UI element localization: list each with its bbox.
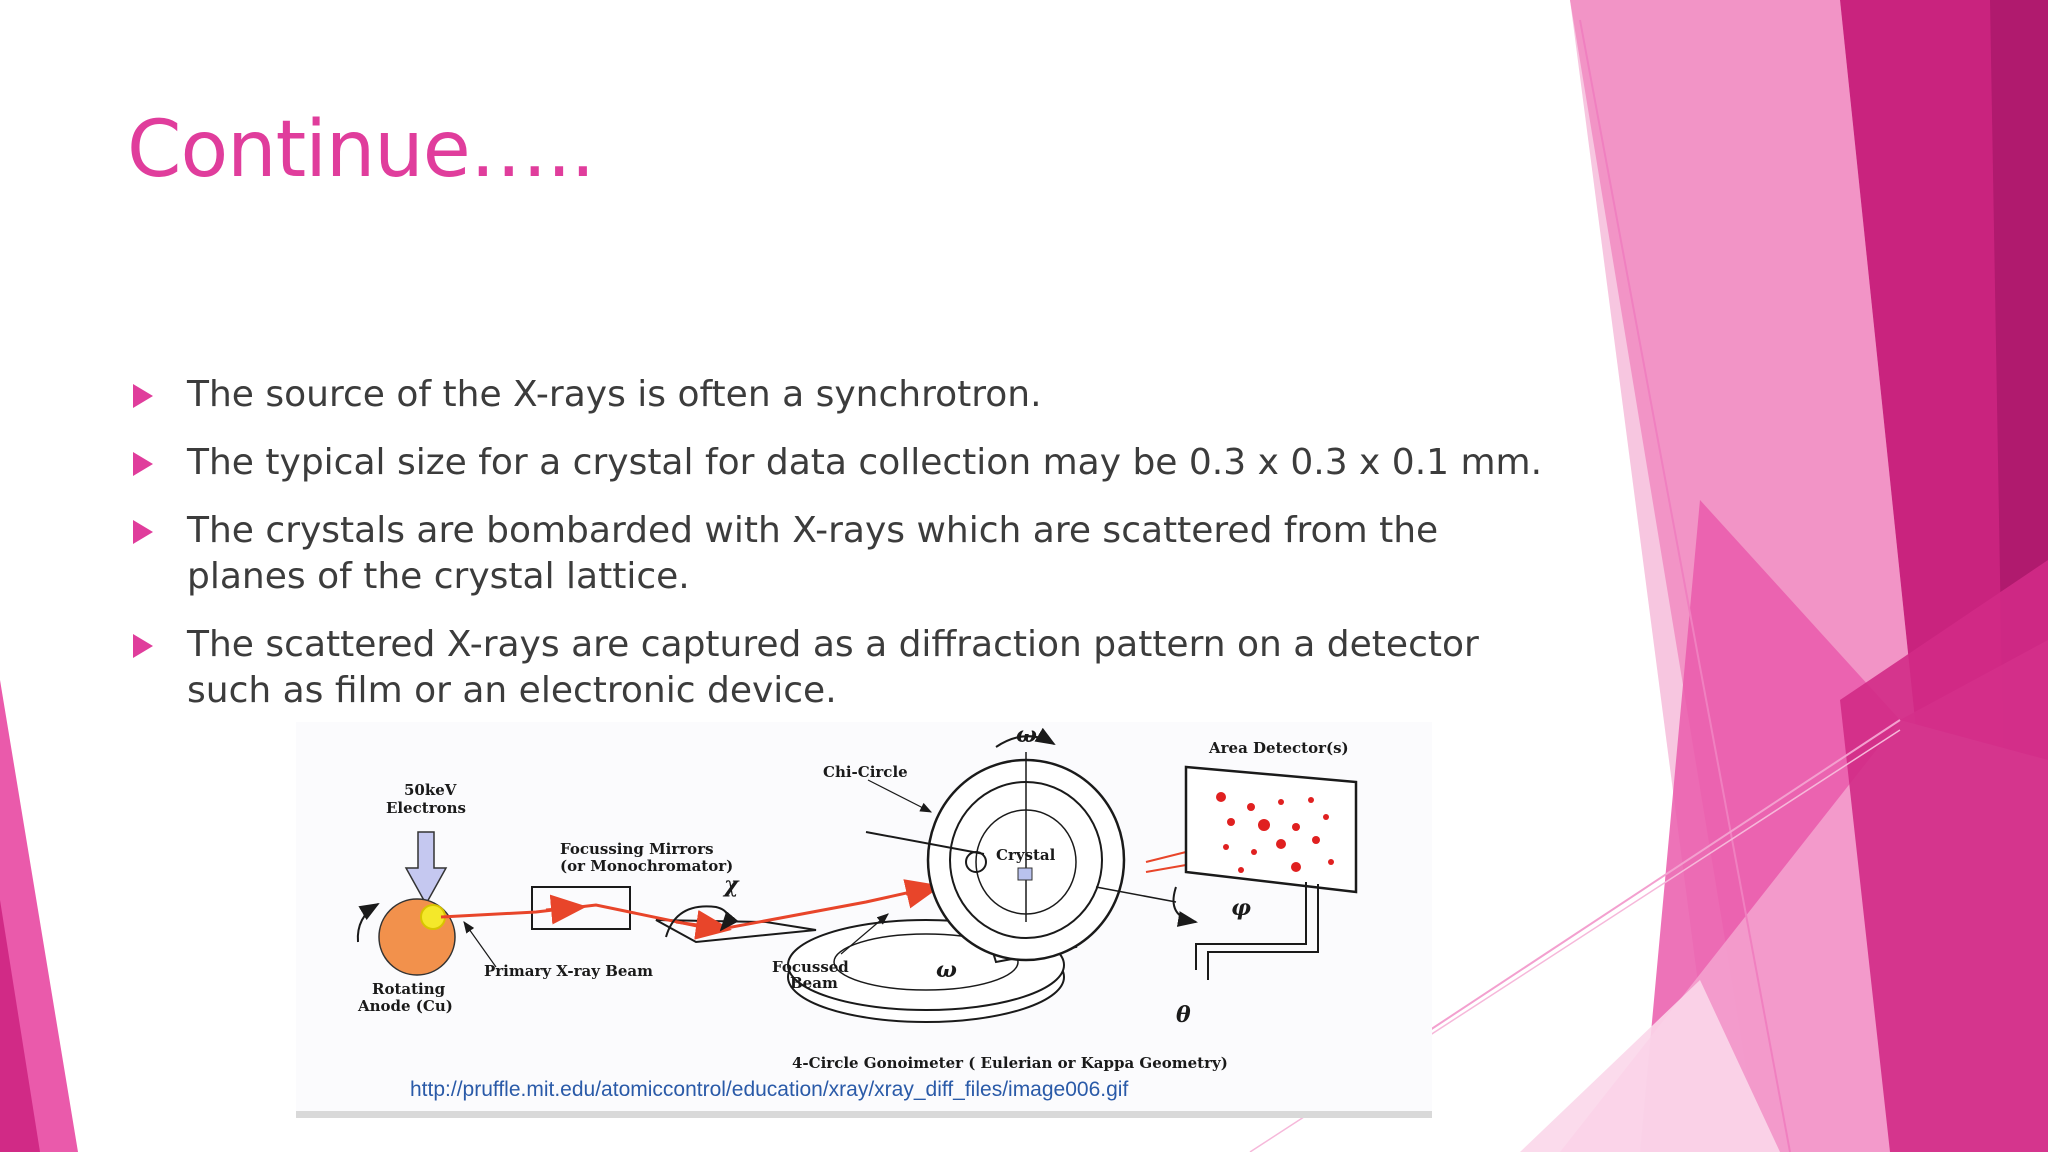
goniometer-inner: [833, 933, 1019, 991]
pointer-line: [840, 913, 889, 955]
pointer-line: [867, 779, 933, 813]
label-primary-beam: Primary X-ray Beam: [484, 962, 653, 980]
area-detector: [1184, 765, 1358, 894]
figure-source-url[interactable]: http://pruffle.mit.edu/atomiccontrol/edu…: [410, 1078, 1128, 1101]
diffraction-spots: [1216, 792, 1334, 873]
bullet-item: The scattered X-rays are captured as a d…: [130, 622, 1550, 714]
label-crystal: Crystal: [996, 846, 1056, 864]
beam-arrow: [675, 909, 732, 940]
label-anode: Anode (Cu): [357, 997, 453, 1015]
deco-line: [1429, 719, 1901, 1031]
bullet-text: The scattered X-rays are captured as a d…: [187, 624, 1479, 711]
phi-axis: [1095, 886, 1177, 903]
bullet-text: The source of the X-rays is often a sync…: [187, 374, 1042, 415]
label-mirrors: (or Monochromator): [560, 857, 733, 875]
bullet-list: The source of the X-rays is often a sync…: [130, 372, 1550, 736]
rotation-arrow: [356, 902, 380, 943]
deco-line: [1579, 19, 1791, 1152]
label-electrons: Electrons: [386, 799, 466, 817]
chi-rotation-arrow: [665, 905, 739, 938]
triangle-bullet-icon: [133, 452, 153, 476]
deco-facet: [1520, 980, 1780, 1152]
phi-symbol: φ: [1231, 895, 1251, 921]
bullet-text: The typical size for a crystal for data …: [187, 442, 1543, 483]
triangle-bullet-icon: [133, 520, 153, 544]
phi-rotation-arrow: [1172, 886, 1198, 927]
bullet-text: The crystals are bombarded with X-rays w…: [187, 510, 1439, 597]
chi-symbol: χ: [722, 872, 740, 898]
beam-arrow: [545, 894, 587, 925]
xray-diagram: χ ω ω φ: [296, 722, 1432, 1118]
label-electrons: 50keV: [404, 781, 457, 799]
detector-arm: [1207, 884, 1319, 980]
detector-arm: [1195, 882, 1307, 970]
omega-rotation-arrow: [995, 727, 1056, 748]
omega-symbol-base: ω: [936, 957, 957, 983]
label-mirrors: Focussing Mirrors: [560, 840, 714, 858]
pointer-line: [463, 921, 497, 968]
bullet-item: The typical size for a crystal for data …: [130, 440, 1550, 486]
deco-facet: [1840, 560, 2048, 1152]
label-focussed-beam: Focussed: [772, 958, 849, 976]
theta-symbol: θ: [1176, 1002, 1191, 1028]
omega-symbol-top: ω: [1016, 722, 1037, 748]
label-focussed-beam: Beam: [790, 974, 838, 992]
triangle-bullet-icon: [133, 634, 153, 658]
slide-title: Continue…..: [127, 105, 595, 195]
crystal-sample: [1017, 867, 1033, 881]
bullet-item: The crystals are bombarded with X-rays w…: [130, 508, 1550, 600]
label-chi-circle: Chi-Circle: [823, 763, 908, 781]
electron-beam-arrow: [404, 831, 448, 906]
triangle-bullet-icon: [133, 384, 153, 408]
bullet-item: The source of the X-rays is often a sync…: [130, 372, 1550, 418]
xray-diffraction-figure: χ ω ω φ: [296, 722, 1432, 1118]
label-area-detector: Area Detector(s): [1208, 739, 1349, 757]
chi-pointer: [865, 831, 985, 855]
label-anode: Rotating: [372, 980, 446, 998]
focussing-mirror-box: [531, 886, 631, 930]
label-goniometer: 4-Circle Gonoimeter ( Eulerian or Kappa …: [792, 1054, 1228, 1072]
figure-bottom-rule: [296, 1111, 1432, 1118]
deco-facet: [0, 900, 40, 1152]
